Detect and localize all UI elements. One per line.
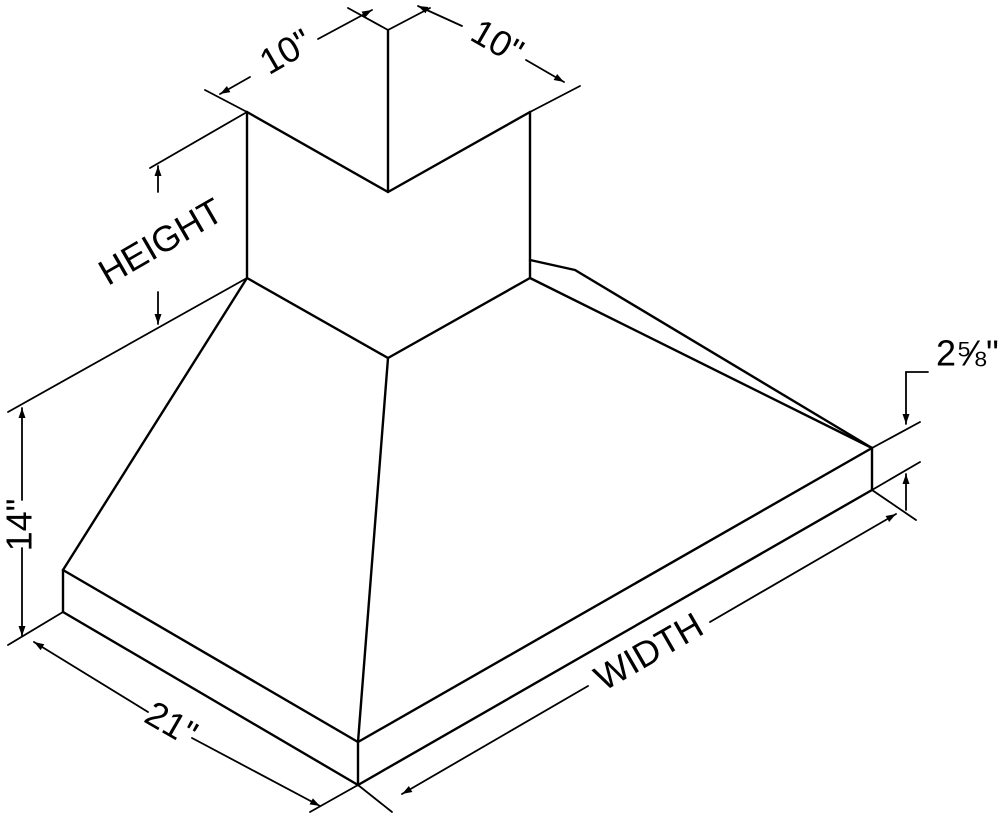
label-duct-width-right: 10"	[464, 10, 530, 72]
hood-lip	[61, 446, 874, 787]
label-duct-width-left: 10"	[252, 20, 318, 82]
label-hood-depth: 21"	[138, 692, 204, 754]
dimension-lines	[18, 5, 929, 807]
label-lip-thickness: 2⅝"	[936, 333, 999, 374]
hood-body	[61, 258, 874, 744]
extension-lines	[7, 7, 921, 813]
dimension-labels: 10" 10" HEIGHT 14" 21" WIDTH 2⅝"	[0, 10, 999, 754]
label-duct-height: HEIGHT	[91, 190, 229, 294]
chimney	[245, 28, 532, 360]
label-hood-height: 14"	[0, 499, 40, 552]
